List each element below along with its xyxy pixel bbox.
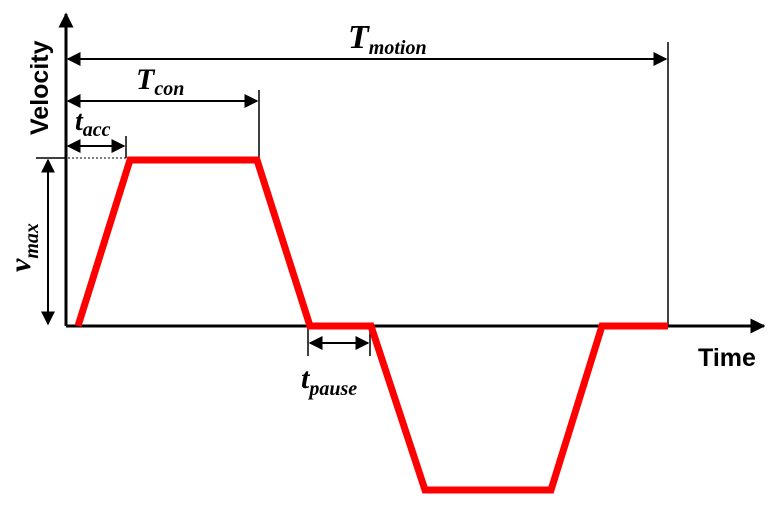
t-con-sub: con	[154, 78, 184, 100]
t-con-label: Tcon	[136, 63, 184, 100]
t-motion-sub: motion	[369, 37, 427, 59]
t-con-main: T	[136, 63, 156, 96]
x-axis-label: Time	[698, 344, 756, 372]
t-pause-label: tpause	[301, 362, 357, 400]
t-acc-label: tacc	[75, 106, 111, 141]
y-axis-label: Velocity	[26, 40, 54, 135]
t-motion-main: T	[348, 19, 370, 56]
t-acc-main: t	[75, 106, 84, 137]
v-max-label: vmax	[4, 223, 43, 272]
t-motion-label: Tmotion	[348, 19, 427, 59]
v-max-main: v	[4, 258, 37, 272]
t-pause-main: t	[301, 362, 311, 395]
velocity-profile-curve	[74, 156, 668, 494]
v-max-sub: max	[21, 223, 43, 259]
t-acc-sub: acc	[83, 119, 111, 141]
t-pause-sub: pause	[307, 378, 357, 400]
